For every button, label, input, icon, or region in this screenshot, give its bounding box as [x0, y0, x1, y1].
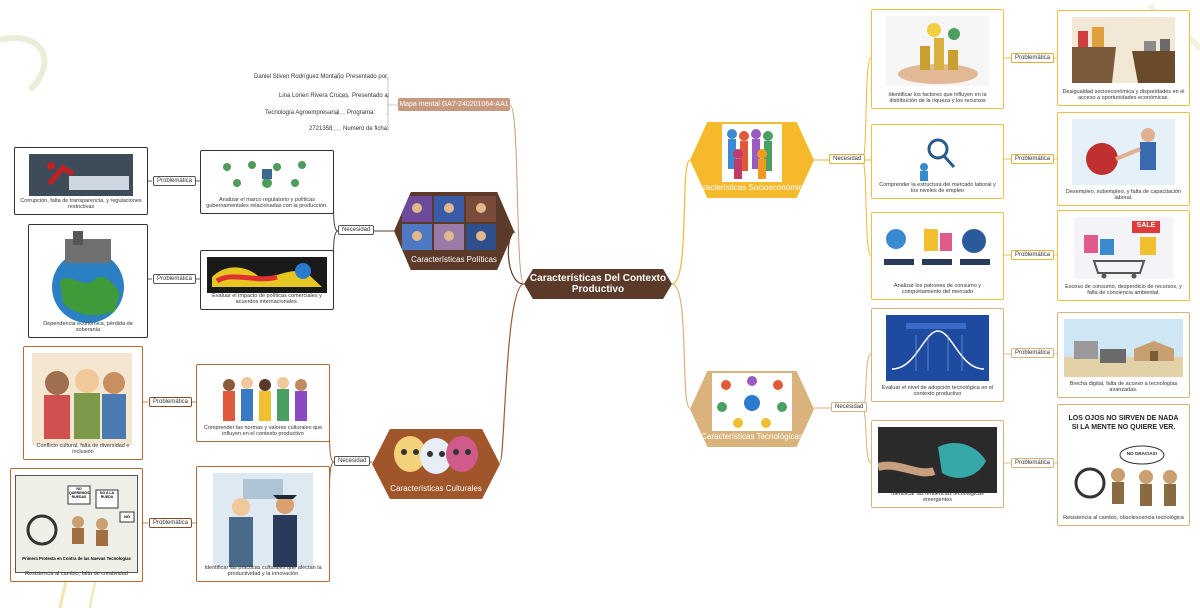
culturales-need-1-text: Comprender las normas y valores cultural… [203, 424, 323, 438]
masks-illustration [390, 432, 482, 480]
protest-sign-2: NO A LA RUEDA [99, 491, 115, 499]
socioeconomicas-need-1-card[interactable]: Identificar los factores que influyen en… [871, 9, 1004, 109]
people-group-illustration [722, 124, 782, 182]
file-number-value: 2721358 [309, 126, 333, 132]
politicas-problem-2-text: Dependencia económica, pérdida de sobera… [43, 320, 133, 334]
program-label: Programa: [347, 110, 376, 116]
globe-dependency-illustration [35, 231, 141, 325]
tecnologicas-problem-1-text: Brecha digital, falta de acceso a tecnol… [1069, 380, 1178, 394]
culturales-need-1-card[interactable]: Comprender las normas y valores cultural… [196, 364, 330, 442]
socioeconomicas-problematica-1-tag: Problemática [1011, 53, 1055, 63]
inequality-cliff-illustration [1072, 17, 1175, 83]
digital-divide-illustration [1064, 319, 1183, 377]
politicas-problem-1-text: Corrupción, falta de transparencia, y re… [20, 197, 142, 211]
politicas-problematica-2-tag: Problemática [153, 274, 197, 284]
tecnologicas-necesidad-tag: Necesidad [831, 402, 868, 412]
protest-sign-1: NO QUEREMOS RUEDAS [69, 487, 90, 499]
politicas-problem-2-card[interactable]: Dependencia económica, pérdida de sobera… [28, 224, 148, 338]
politicas-need-1-card[interactable]: Analizar el marco regulatorio y política… [200, 150, 334, 214]
socioeconomicas-need-3-card[interactable]: Analizar los patrones de consumo y compo… [871, 212, 1004, 300]
socioeconomicas-need-2-text: Comprender la estructura del mercado lab… [879, 181, 996, 195]
culturales-problem-1-card[interactable]: Conflicto cultural, falta de diversidad … [23, 346, 143, 460]
culturales-problematica-1-tag: Problemática [149, 397, 193, 407]
protest-sign-3: NO [124, 514, 130, 519]
culturales-problem-2-card[interactable]: NO QUEREMOS RUEDAS NO A LA RUEDA NO Prim… [10, 468, 143, 582]
cartoon-speech: NO GRACIAS! [1126, 451, 1158, 456]
branch-tecnologicas[interactable]: Características Tecnológicas [690, 371, 814, 447]
regulatory-icons-illustration [207, 157, 327, 193]
socioeconomicas-problematica-2-tag: Problemática [1011, 154, 1055, 164]
presented-to-value: Lina Lorien Rivera Cruces [279, 93, 349, 99]
socioeconomicas-problem-3-text: Exceso de consumo, desperdicio de recurs… [1065, 283, 1182, 297]
technology-icons-illustration [712, 373, 792, 431]
culturales-necesidad-tag: Necesidad [334, 456, 371, 466]
labor-market-illustration [910, 131, 965, 181]
branch-tecnologicas-title: Características Tecnológicas [701, 432, 803, 441]
branch-culturales[interactable]: Características Culturales [372, 429, 500, 499]
politicas-need-1-text: Analizar el marco regulatorio y política… [206, 196, 328, 210]
program-value: Tecnología Agroempresarial [265, 110, 340, 116]
wealth-hands-illustration [886, 16, 989, 86]
presented-by-label: Presentado por: [346, 74, 389, 80]
presented-to-label: Presentado a: [352, 93, 390, 99]
socioeconomicas-problem-1-text: Desigualdad socioeconómica y disparidade… [1062, 88, 1185, 102]
socioeconomicas-problematica-3-tag: Problemática [1011, 250, 1055, 260]
resistance-cartoon: LOS OJOS NO SIRVEN DE NADA SI LA MENTE N… [1062, 411, 1185, 513]
tecnologicas-need-2-card[interactable]: Identificar las tendencias tecnológicas … [871, 420, 1004, 508]
politicas-need-2-card[interactable]: Evaluar el impacto de políticas comercia… [200, 250, 334, 310]
tecnologicas-problem-2-text: Resistencia al cambio, obsolescencia tec… [1063, 515, 1184, 522]
overconsumption-illustration: SALE [1074, 217, 1173, 279]
tecnologicas-problem-2-card[interactable]: LOS OJOS NO SIRVEN DE NADA SI LA MENTE N… [1057, 404, 1190, 526]
wheel-protest-cartoon: NO QUEREMOS RUEDAS NO A LA RUEDA NO Prim… [15, 475, 138, 573]
protest-caption: Primera Protesta en Contra de las Nuevas… [22, 556, 131, 561]
world-map-illustration [207, 257, 327, 293]
socioeconomicas-problem-2-card[interactable]: Desempleo, subempleo, y falta de capacit… [1057, 112, 1190, 206]
politicas-problematica-1-tag: Problemática [153, 176, 197, 186]
branch-socioeconomicas-title: Características Socioeconómicas [692, 183, 812, 192]
mind-map-tag[interactable]: Mapa mental GA7-240201064-AA1 [398, 98, 510, 111]
emerging-tech-illustration [876, 427, 997, 493]
consumer-behavior-illustration [878, 219, 997, 277]
file-number-label: Numero de ficha: [343, 126, 389, 132]
tecnologicas-problematica-2-tag: Problemática [1011, 458, 1055, 468]
branch-politicas-title: Características Políticas [411, 255, 497, 264]
politicas-need-2-text: Evaluar el impacto de políticas comercia… [212, 292, 322, 306]
unemployment-illustration [1072, 119, 1175, 185]
tecnologicas-need-1-text: Evaluar el nivel de adopción tecnológica… [881, 384, 994, 398]
socioeconomicas-problem-2-text: Desempleo, subempleo, y falta de capacit… [1065, 188, 1182, 202]
socioeconomicas-problem-1-card[interactable]: Desigualdad socioeconómica y disparidade… [1057, 10, 1190, 106]
politicas-problem-1-card[interactable]: Corrupción, falta de transparencia, y re… [14, 147, 148, 215]
tecnologicas-problematica-1-tag: Problemática [1011, 348, 1055, 358]
politics-illustration [402, 196, 506, 252]
adoption-curve-illustration [886, 315, 989, 381]
socioeconomicas-need-3-text: Analizar los patrones de consumo y compo… [893, 282, 982, 296]
tecnologicas-need-1-card[interactable]: Evaluar el nivel de adopción tecnológica… [871, 308, 1004, 402]
presented-by-value: Daniel Stiven Rodríguez Montaño [254, 74, 344, 80]
branch-politicas[interactable]: Características Políticas [394, 192, 514, 270]
tecnologicas-need-2-text: Identificar las tendencias tecnológicas … [891, 490, 984, 504]
culturales-problem-2-text: Resistencia al cambio, falta de creativi… [25, 571, 128, 578]
branch-socioeconomicas[interactable]: Características Socioeconómicas [690, 122, 814, 198]
branch-culturales-title: Características Culturales [390, 484, 482, 493]
innovation-people-illustration [213, 473, 313, 567]
central-topic[interactable]: Características Del Contexto Productivo [524, 269, 672, 299]
cultural-conflict-illustration [32, 353, 134, 445]
politicas-necesidad-tag: Necesidad [338, 225, 375, 235]
socioeconomicas-necesidad-tag: Necesidad [829, 154, 866, 164]
cartoon-headline-2: SI LA MENTE NO QUIERE VER. [1071, 424, 1176, 431]
tecnologicas-problem-1-card[interactable]: Brecha digital, falta de acceso a tecnol… [1057, 312, 1190, 398]
diverse-people-illustration [217, 371, 309, 427]
culturales-problematica-2-tag: Problemática [149, 518, 193, 528]
corruption-illustration [29, 154, 133, 196]
socioeconomicas-need-1-text: Identificar los factores que influyen en… [888, 91, 987, 105]
socioeconomicas-need-2-card[interactable]: Comprender la estructura del mercado lab… [871, 124, 1004, 199]
culturales-need-2-text: Identificar las prácticas culturales que… [204, 564, 322, 578]
socioeconomicas-problem-3-card[interactable]: SALE Exceso de consumo, desperdicio de r… [1057, 210, 1190, 301]
sale-sign: SALE [1136, 222, 1156, 229]
cartoon-headline-1: LOS OJOS NO SIRVEN DE NADA [1068, 415, 1179, 422]
culturales-need-2-card[interactable]: Identificar las prácticas culturales que… [196, 466, 330, 582]
culturales-problem-1-text: Conflicto cultural, falta de diversidad … [36, 442, 130, 456]
